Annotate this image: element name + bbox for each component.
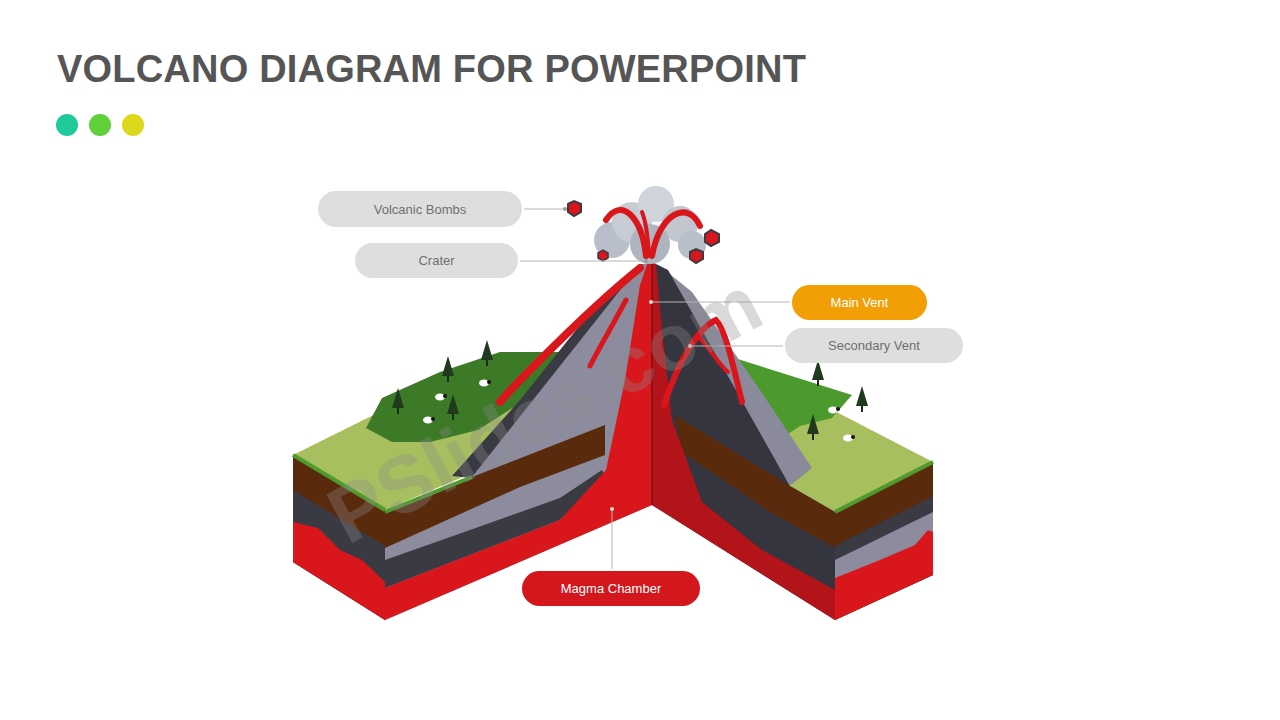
callout-text: Magma Chamber xyxy=(561,581,661,596)
sheep xyxy=(479,380,491,387)
callout-pill: Main Vent xyxy=(792,285,927,320)
callout-pill: Magma Chamber xyxy=(522,571,700,606)
volcanic-bomb xyxy=(705,230,719,246)
ground-edge xyxy=(385,477,472,512)
volcano-cross-section xyxy=(385,262,652,620)
callout-text: Crater xyxy=(418,253,454,268)
lava-fountain xyxy=(642,212,649,256)
leader-dot xyxy=(610,507,614,511)
tree xyxy=(392,388,404,414)
secondary-vent xyxy=(664,320,742,405)
sheep xyxy=(828,407,840,414)
lava-fountain xyxy=(606,210,646,256)
tree xyxy=(481,340,493,366)
callout-pill: Secondary Vent xyxy=(785,328,963,363)
tree xyxy=(442,356,454,382)
magma-layer xyxy=(835,530,933,620)
accent-dot xyxy=(122,114,144,136)
leader-line xyxy=(690,346,783,347)
sheep xyxy=(843,435,855,442)
watermark: PSlides.com xyxy=(313,258,776,563)
leader-line xyxy=(524,209,565,210)
rock-layer xyxy=(293,490,385,620)
accent-dot xyxy=(56,114,78,136)
leader-dot xyxy=(563,207,567,211)
volcanic-bomb xyxy=(690,249,703,263)
tree xyxy=(447,394,459,420)
leader-line xyxy=(520,261,645,262)
accent-dot xyxy=(89,114,111,136)
tree xyxy=(856,386,868,412)
callout-text: Secondary Vent xyxy=(828,338,920,353)
callout-pill: Crater xyxy=(355,243,518,278)
lava-fountain xyxy=(652,212,700,256)
sheep xyxy=(435,394,447,401)
leader-line xyxy=(651,302,790,303)
section-edge xyxy=(651,262,653,505)
volcanic-bomb xyxy=(598,250,608,261)
magma-chamber-fill xyxy=(385,262,652,620)
callout-pill: Volcanic Bombs xyxy=(318,191,522,227)
callout-text: Volcanic Bombs xyxy=(374,202,467,217)
callout-text: Main Vent xyxy=(831,295,889,310)
ground-edge xyxy=(835,462,933,512)
magma-layer xyxy=(293,522,385,620)
lava-flow xyxy=(500,268,640,402)
tree xyxy=(812,360,824,386)
lava-flow xyxy=(700,338,728,372)
tree xyxy=(807,414,819,440)
slide-title: VOLCANO DIAGRAM FOR POWERPOINT xyxy=(57,48,806,91)
ground-edge xyxy=(293,455,385,510)
leader-dot xyxy=(688,344,692,348)
sheep xyxy=(423,417,435,424)
leader-line xyxy=(612,509,613,569)
leader-dot xyxy=(644,259,648,263)
rock-layer xyxy=(835,496,933,620)
lava-flow xyxy=(590,300,626,366)
volcanic-bomb xyxy=(568,201,581,216)
leader-dot xyxy=(649,300,653,304)
